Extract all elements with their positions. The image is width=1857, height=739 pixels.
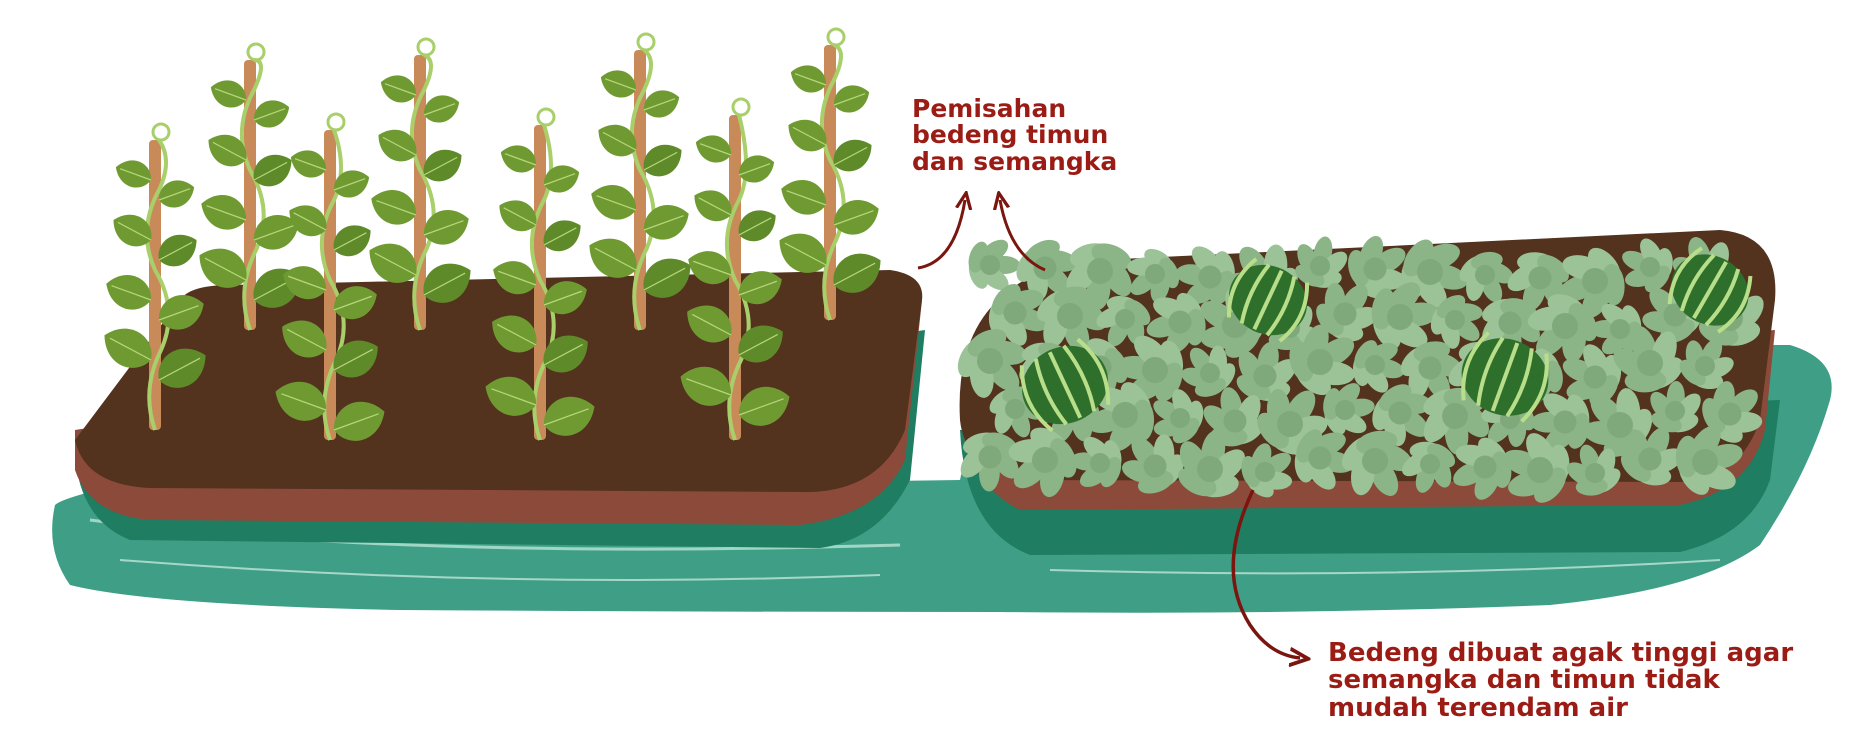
annotation-line: Pemisahan xyxy=(912,94,1067,123)
watermelon-plant-icon xyxy=(1459,251,1514,303)
watermelon-plant-icon xyxy=(1066,243,1132,310)
annotation-line: semangka dan timun tidak xyxy=(1328,665,1720,696)
watermelon-plant-icon xyxy=(1650,381,1701,433)
watermelon-plant-icon xyxy=(988,283,1048,346)
watermelon-plant-icon xyxy=(1507,252,1569,311)
watermelon-plant-icon xyxy=(1679,338,1734,390)
watermelon-icon xyxy=(1667,246,1753,334)
watermelon-plant-icon xyxy=(1070,436,1122,488)
curved-arrow-icon xyxy=(917,200,965,270)
watermelon-plant-icon xyxy=(1203,387,1264,447)
watermelon-plant-icon xyxy=(1503,433,1570,503)
watermelon-plant-icon xyxy=(957,329,1027,398)
trellised-cucumber-icon xyxy=(104,122,206,431)
watermelon-plant-icon xyxy=(1323,383,1375,435)
watermelon-plant-icon xyxy=(1371,282,1439,350)
watermelon-plant-icon xyxy=(960,432,1019,492)
watermelon-plant-icon xyxy=(1352,340,1405,393)
curved-arrow-icon xyxy=(1000,200,1046,272)
watermelon-plant-icon xyxy=(1527,294,1598,363)
watermelon-icon xyxy=(1461,331,1549,423)
trellised-cucumber-icon xyxy=(275,112,385,441)
watermelon-plant-icon xyxy=(1178,430,1245,498)
watermelon-plants xyxy=(957,235,1764,503)
cucumber-plants xyxy=(104,27,881,441)
watermelon-plant-icon xyxy=(1341,430,1413,496)
watermelon-plant-icon xyxy=(1620,427,1683,486)
watermelon-plant-icon xyxy=(1236,342,1297,402)
watermelon-plant-icon xyxy=(1257,389,1328,455)
trellised-cucumber-icon xyxy=(589,32,691,331)
annotation-line: mudah terendam air xyxy=(1328,692,1628,723)
watermelon-plant-icon xyxy=(1096,295,1151,347)
raised-bed-annotation: Bedeng dibuat agak tinggi agar semangka … xyxy=(1328,638,1794,723)
watermelon-plant-icon xyxy=(1702,381,1763,443)
watermelon-plant-icon xyxy=(1430,295,1483,349)
watermelon-plant-icon xyxy=(1566,444,1621,496)
watermelon-plant-icon xyxy=(968,239,1020,291)
watermelon-plant-icon xyxy=(1530,393,1590,452)
watermelon-plant-icon xyxy=(1316,282,1379,342)
watermelon-plant-icon xyxy=(1453,437,1512,500)
trellised-cucumber-icon xyxy=(779,27,881,321)
watermelon-plant-icon xyxy=(1348,235,1406,299)
watermelon-plant-icon xyxy=(1613,325,1684,393)
trellised-cucumber-icon xyxy=(680,97,790,441)
curved-arrow-icon xyxy=(1231,489,1300,658)
watermelon-plant-icon xyxy=(1558,247,1625,318)
annotation-line: Bedeng dibuat agak tinggi agar xyxy=(1328,638,1794,668)
annotation-line: dan semangka xyxy=(912,146,1118,176)
watermelon-plant-icon xyxy=(1622,238,1673,293)
watermelon-plant-icon xyxy=(1121,434,1184,494)
watermelon-plant-icon xyxy=(1127,248,1180,303)
watermelon-icon xyxy=(1019,337,1111,433)
watermelon-plant-icon xyxy=(1675,425,1743,495)
watermelon-plant-icon xyxy=(1289,324,1355,396)
watermelon-plant-icon xyxy=(1153,389,1204,444)
watermelon-plant-icon xyxy=(1008,427,1077,498)
separation-annotation: Pemisahan bedeng timun dan semangka xyxy=(912,94,1118,176)
watermelon-plant-icon xyxy=(1294,429,1354,490)
watermelon-plant-icon xyxy=(1181,345,1236,397)
watermelon-icon xyxy=(1226,257,1310,343)
annotation-line: bedeng timun xyxy=(912,120,1109,150)
trellised-cucumber-icon xyxy=(485,107,595,441)
watermelon-plant-icon xyxy=(1402,441,1456,493)
watermelon-plant-icon xyxy=(1562,344,1622,407)
trellised-cucumber-icon xyxy=(199,42,301,331)
trellised-cucumber-icon xyxy=(369,37,471,331)
watermelon-plant-icon xyxy=(1241,443,1293,498)
watermelon-plant-icon xyxy=(1401,239,1468,309)
